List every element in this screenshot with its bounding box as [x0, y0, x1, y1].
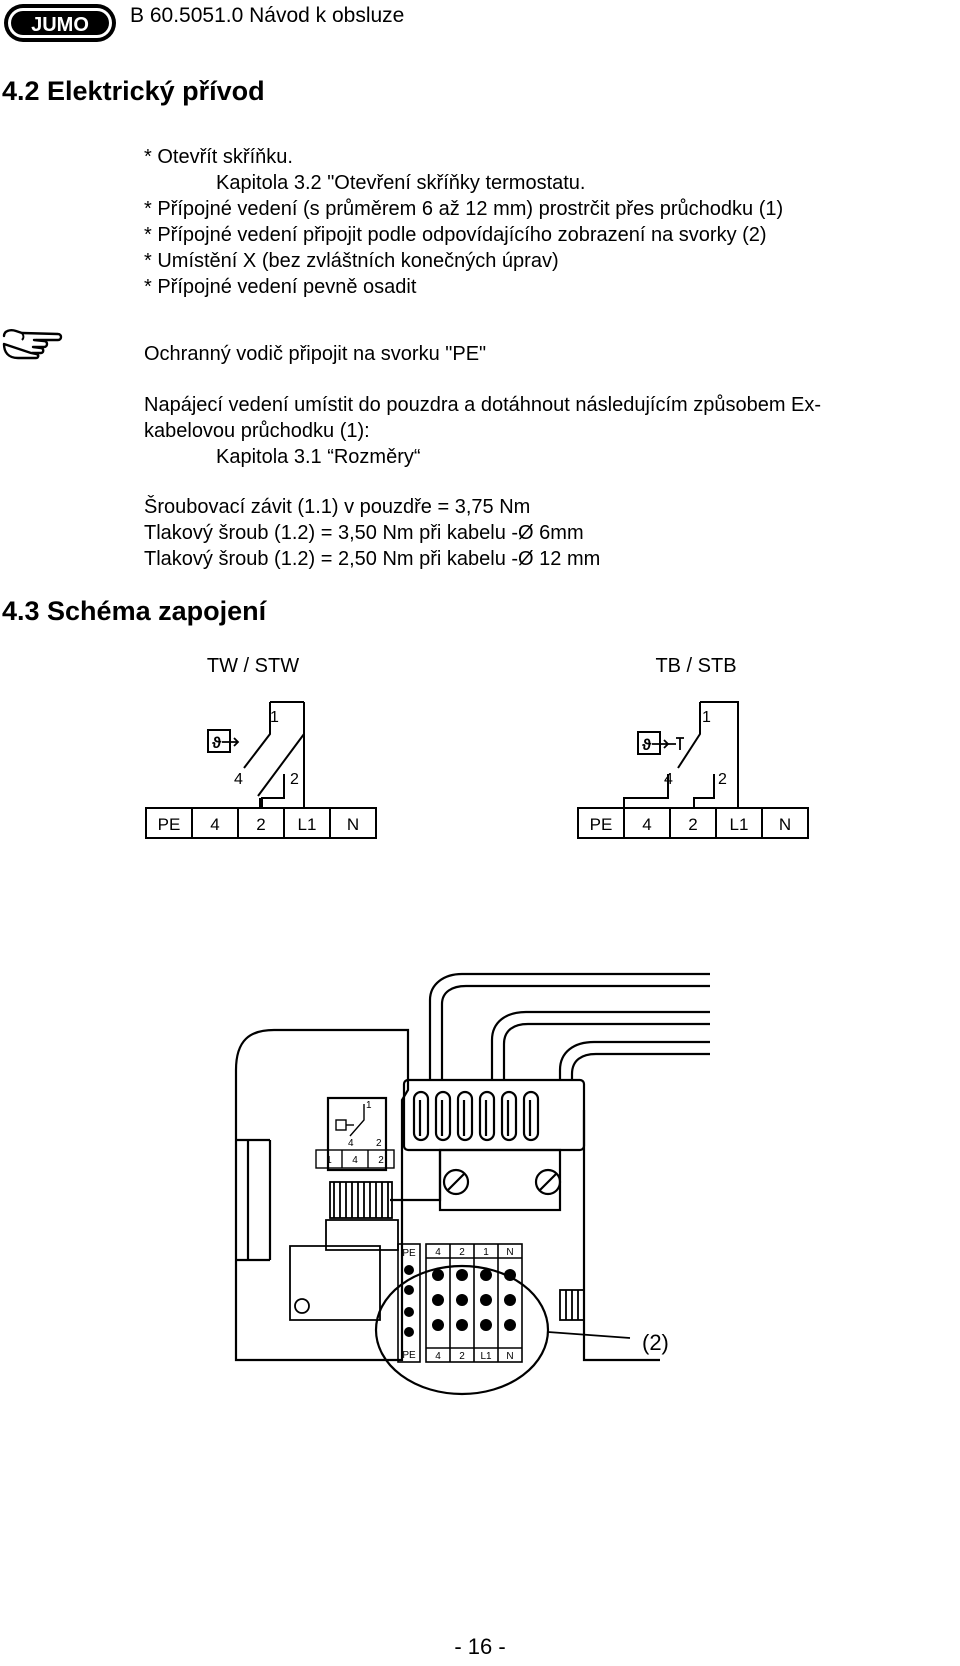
reset-latch-icon [668, 737, 684, 750]
device-connection-illustration: 1 4 2 1 4 2 PE PE 4 2 1 N 4 2 L1 N (2) [234, 972, 710, 1396]
mini-contact-label: 2 [376, 1138, 382, 1149]
terminal-label-top: 4 [435, 1247, 441, 1258]
terminal-label: 2 [256, 815, 265, 834]
terminal-strip [577, 807, 809, 839]
terminal-label: L1 [298, 815, 317, 834]
contact-label: 4 [664, 771, 673, 788]
contact-label: 1 [702, 709, 711, 726]
dimensions-chapter-reference: Kapitola 3.1 “Rozměry“ [216, 446, 421, 468]
callout-line [547, 1331, 631, 1339]
cable-instruction-line1: Napájecí vedení umístit do pouzdra a dot… [144, 394, 822, 416]
terminal-label-bottom: L1 [480, 1351, 492, 1362]
pointing-hand-icon [2, 329, 63, 360]
terminal-label: 2 [688, 815, 697, 834]
pe-label-top: PE [402, 1248, 416, 1259]
step-connect-cable: * Přípojné vedení připojit podle odpovíd… [144, 224, 767, 246]
terminal-label: PE [158, 815, 181, 834]
jumo-logo: JUMO [4, 4, 116, 42]
svg-text:JUMO: JUMO [31, 14, 89, 36]
protective-conductor-note: Ochranný vodič připojit na svorku "PE" [144, 343, 487, 365]
pe-label-bottom: PE [402, 1350, 416, 1361]
cable-instruction-line2: kabelovou průchodku (1): [144, 420, 370, 442]
terminal-label-top: 2 [459, 1247, 465, 1258]
contact-label: 2 [290, 771, 299, 788]
mini-terminal-label: 2 [378, 1155, 384, 1166]
terminal-label-top: 1 [483, 1247, 489, 1258]
setpoint-knob-icon [289, 1181, 399, 1321]
step-open-housing: * Otevřít skříňku. [144, 146, 293, 168]
callout-label: (2) [642, 1330, 669, 1355]
step-chapter-reference: Kapitola 3.2 "Otevření skříňky termostat… [216, 172, 586, 194]
terminal-label: N [779, 815, 791, 834]
terminal-label: 4 [210, 815, 219, 834]
callout-circle [374, 1264, 550, 1396]
torque-pressure-screw-12mm: Tlakový šroub (1.2) = 2,50 Nm při kabelu… [144, 548, 601, 570]
mini-terminal-label: 4 [352, 1155, 358, 1166]
terminal-label-bottom: 4 [435, 1351, 441, 1362]
temperature-sensor-icon [207, 729, 231, 753]
scheme-title: TW / STW [207, 655, 299, 677]
step-insert-cable: * Přípojné vedení (s průměrem 6 až 12 mm… [144, 198, 784, 220]
mini-contact-label: 4 [348, 1138, 354, 1149]
step-fix-cable: * Přípojné vedení pevně osadit [144, 276, 417, 298]
section-title-electrical-supply: 4.2 Elektrický přívod [2, 76, 265, 106]
terminal-label: L1 [730, 815, 749, 834]
mini-terminal-label: 1 [326, 1155, 332, 1166]
terminal-label: N [347, 815, 359, 834]
page-number: - 16 - [454, 1634, 506, 1659]
contact-label: 2 [718, 771, 727, 788]
terminal-label-top: N [506, 1247, 513, 1258]
wiring-scheme-tw-stw: TW / STW ϑ 1 4 2 PE 4 2 L [145, 655, 377, 839]
wiring-scheme-tb-stb: TB / STB ϑ 1 4 2 PE 4 2 L1 N [577, 655, 809, 839]
terminal-label-bottom: N [506, 1351, 513, 1362]
terminal-block [397, 1243, 523, 1363]
document-title: B 60.5051.0 Návod k obsluze [130, 4, 405, 27]
temperature-sensor-icon [637, 731, 661, 755]
contact-label: 4 [234, 771, 243, 788]
cable [428, 972, 710, 1080]
torque-thread: Šroubovací závit (1.1) v pouzdře = 3,75 … [144, 496, 531, 518]
step-placement: * Umístění X (bez zvláštních konečných ú… [144, 250, 559, 272]
scheme-title: TB / STB [655, 655, 736, 677]
svg-text:ϑ: ϑ [642, 737, 652, 754]
terminal-strip [145, 807, 377, 839]
terminal-label-bottom: 2 [459, 1351, 465, 1362]
svg-text:ϑ: ϑ [212, 735, 222, 752]
terminal-label: PE [590, 815, 613, 834]
mini-contact-label: 1 [366, 1100, 372, 1111]
section-title-wiring-diagram: 4.3 Schéma zapojení [2, 596, 267, 626]
contact-label: 1 [270, 709, 279, 726]
terminal-label: 4 [642, 815, 651, 834]
torque-pressure-screw-6mm: Tlakový šroub (1.2) = 3,50 Nm při kabelu… [144, 522, 584, 544]
